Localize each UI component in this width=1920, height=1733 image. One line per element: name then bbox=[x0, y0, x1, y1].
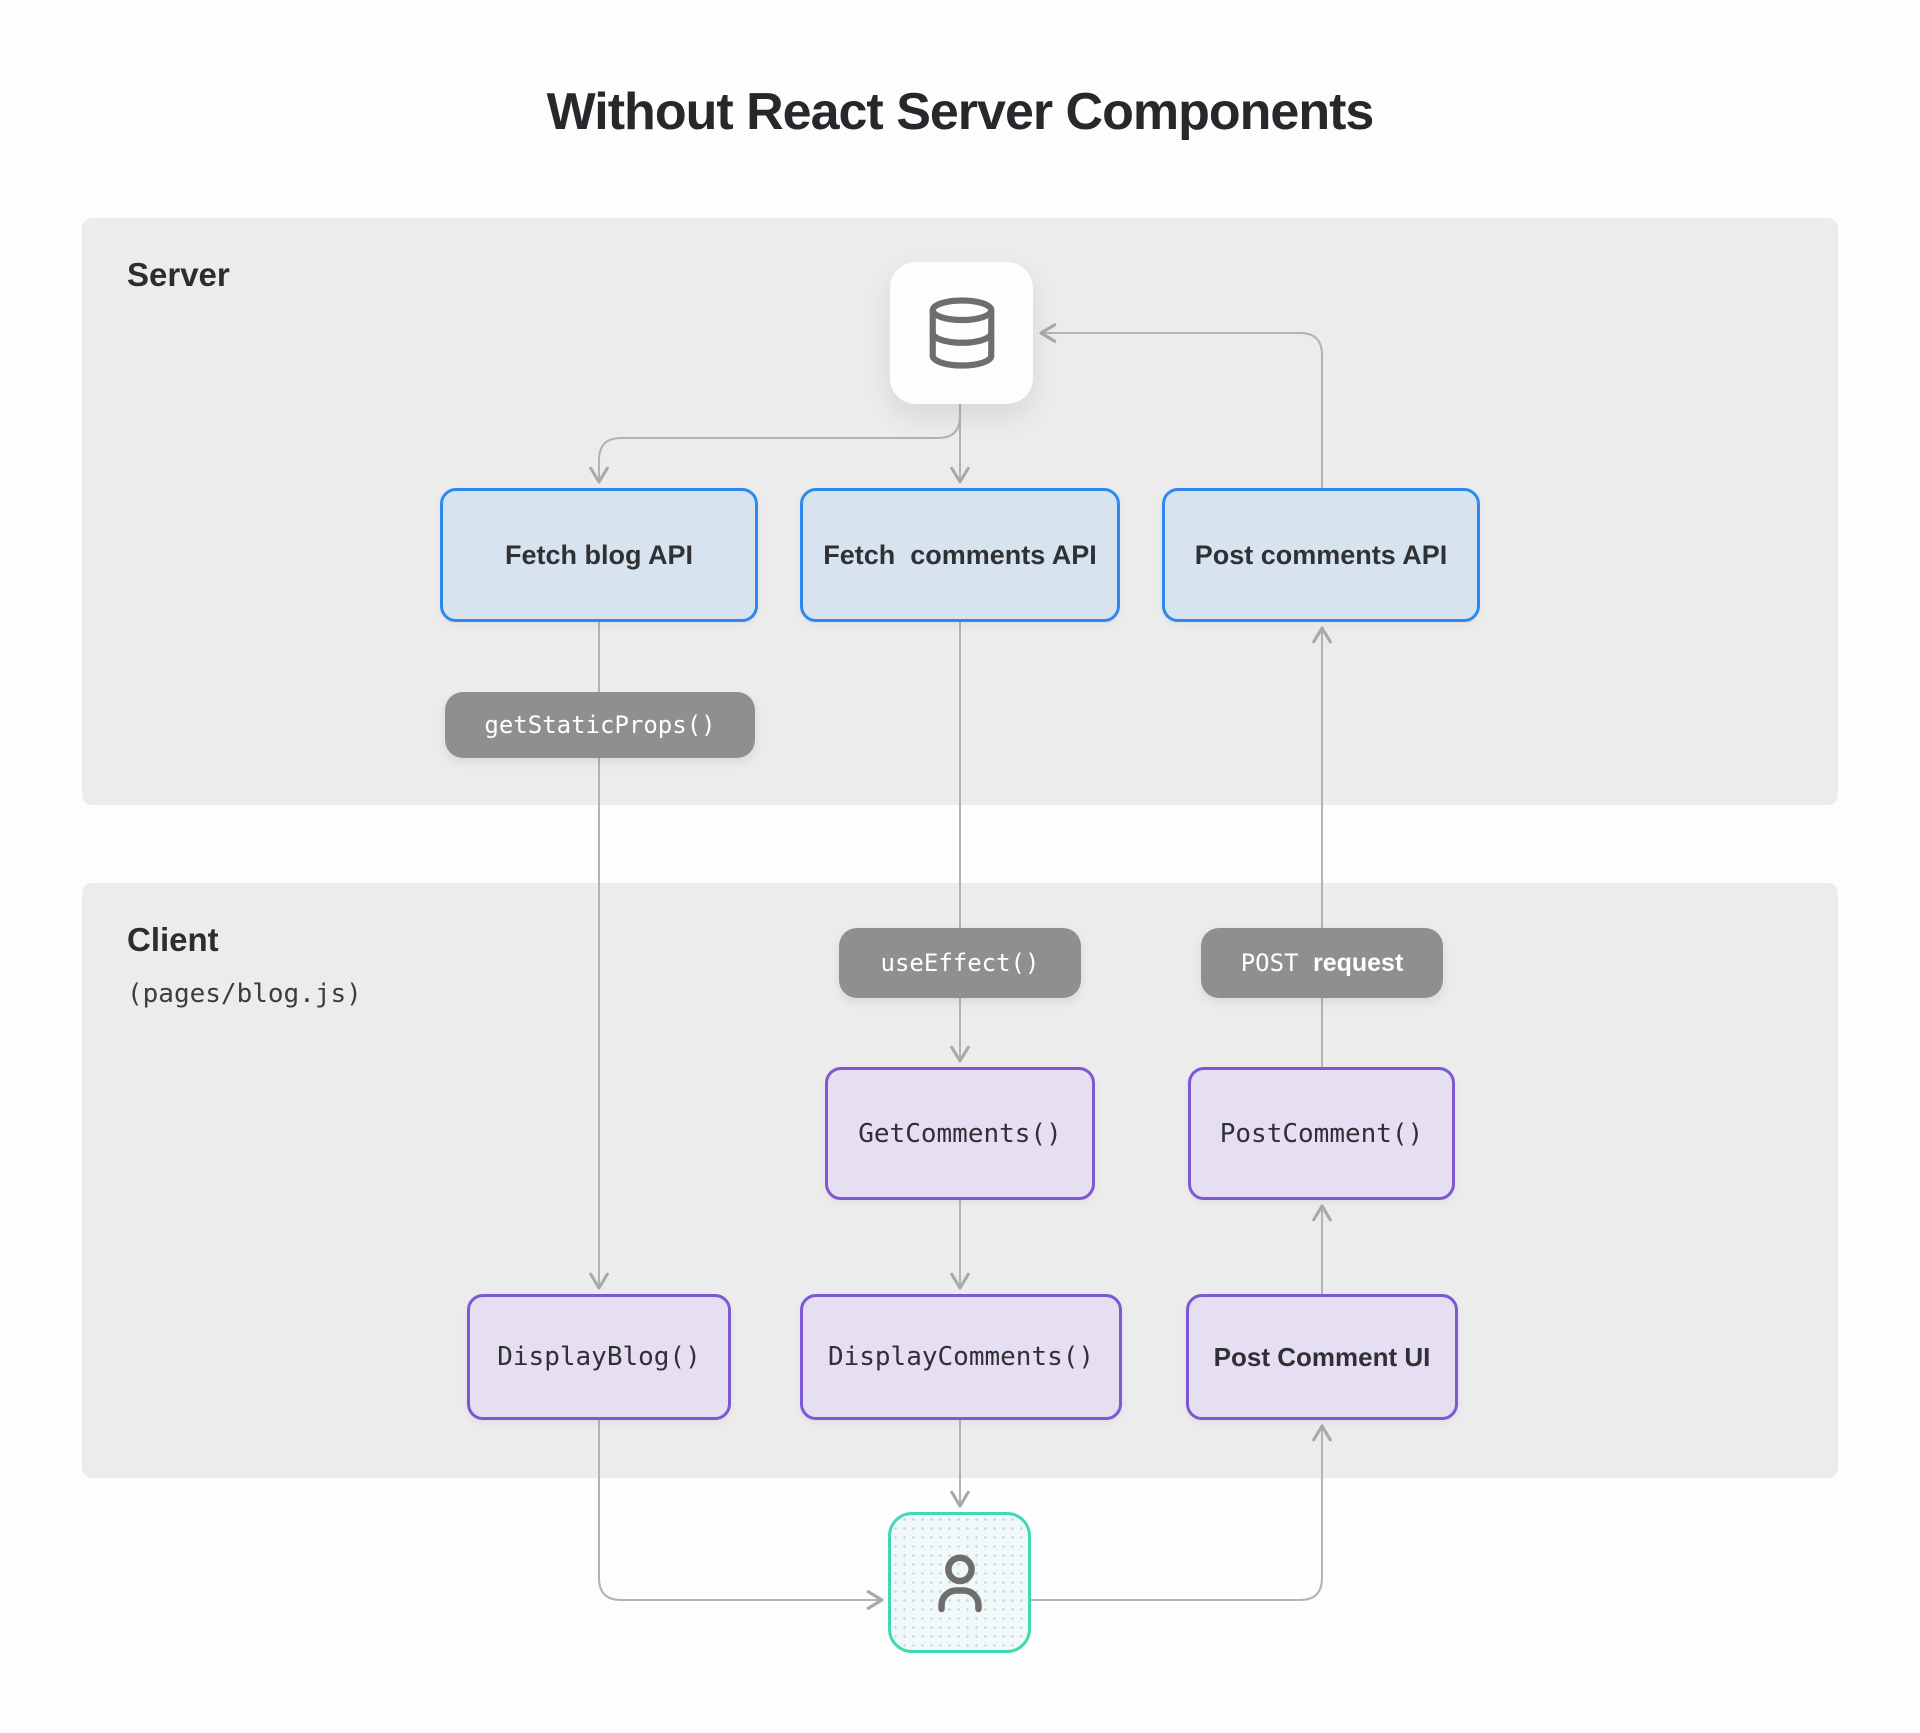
pill-post-request-bold: request bbox=[1312, 948, 1404, 977]
box-fetch-blog-api: Fetch blog API bbox=[440, 488, 758, 622]
box-get-comments-label: GetComments() bbox=[858, 1118, 1062, 1149]
connector-display-blog-to-user bbox=[598, 1420, 884, 1610]
box-fetch-comments-api-label: Fetch comments API bbox=[823, 539, 1097, 570]
pill-post-request: POST request bbox=[1201, 928, 1443, 998]
pill-get-static-props: getStaticProps() bbox=[445, 692, 755, 758]
pill-post-request-mono: POST bbox=[1240, 949, 1313, 977]
box-post-comment-ui-label: Post Comment UI bbox=[1213, 1341, 1431, 1372]
connector-post-comments-to-database bbox=[1039, 323, 1323, 488]
database-node bbox=[890, 262, 1033, 404]
box-post-comment: PostComment() bbox=[1188, 1067, 1455, 1200]
client-section-label: Client bbox=[127, 921, 219, 958]
box-display-comments: DisplayComments() bbox=[800, 1294, 1122, 1420]
box-get-comments: GetComments() bbox=[825, 1067, 1095, 1200]
box-fetch-comments-api: Fetch comments API bbox=[800, 488, 1120, 622]
box-display-comments-label: DisplayComments() bbox=[827, 1342, 1095, 1372]
box-post-comments-api-label: Post comments API bbox=[1194, 539, 1448, 570]
pill-use-effect: useEffect() bbox=[839, 928, 1081, 998]
box-post-comment-label: PostComment() bbox=[1219, 1118, 1424, 1149]
pill-get-static-props-label: getStaticProps() bbox=[484, 711, 716, 739]
database-icon bbox=[929, 297, 994, 369]
user-node bbox=[888, 1512, 1031, 1653]
client-section-path: (pages/blog.js) bbox=[127, 979, 362, 1009]
box-display-blog: DisplayBlog() bbox=[467, 1294, 731, 1420]
server-section-label: Server bbox=[127, 256, 230, 293]
connector-user-to-post-comment-ui bbox=[1031, 1424, 1332, 1601]
user-icon bbox=[937, 1553, 982, 1612]
box-display-blog-label: DisplayBlog() bbox=[497, 1342, 701, 1372]
box-fetch-blog-api-label: Fetch blog API bbox=[505, 539, 693, 570]
box-post-comments-api: Post comments API bbox=[1162, 488, 1480, 622]
connector-database-to-fetch-blog bbox=[589, 415, 961, 484]
page-title: Without React Server Components bbox=[546, 83, 1375, 141]
pill-use-effect-label: useEffect() bbox=[880, 949, 1040, 977]
box-post-comment-ui: Post Comment UI bbox=[1186, 1294, 1458, 1420]
